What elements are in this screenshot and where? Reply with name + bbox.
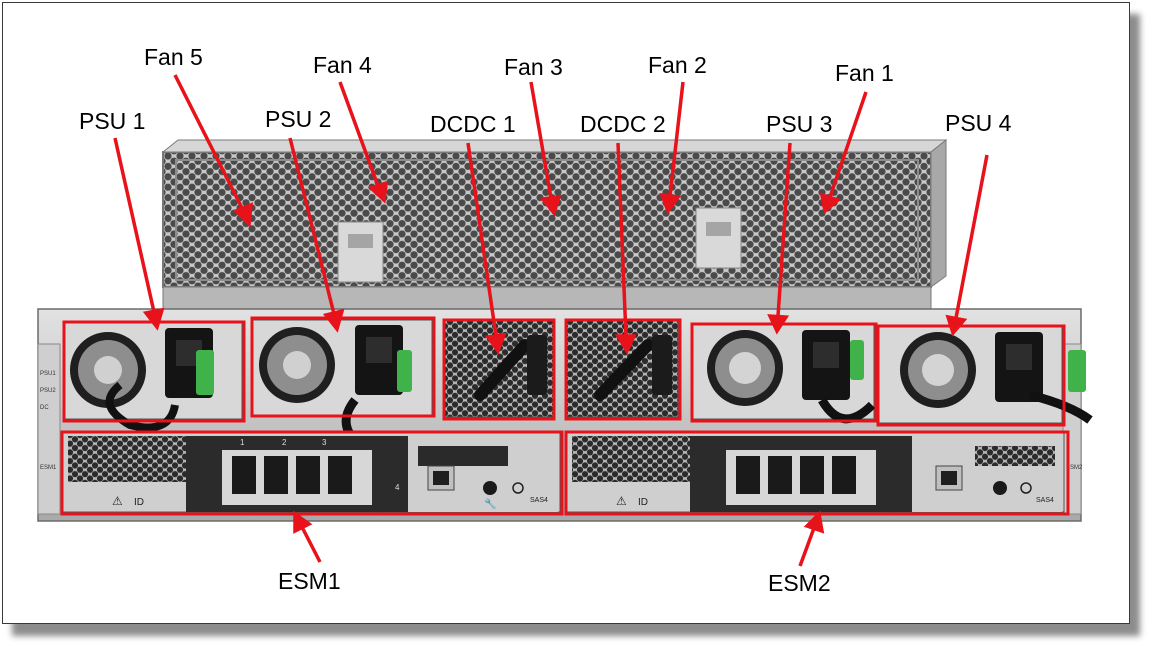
side-mark-esm2: ESM2	[1066, 465, 1083, 471]
label-psu-4: PSU 4	[945, 110, 1012, 136]
sas-label: SAS4	[1036, 497, 1054, 504]
side-mark-dc: DC	[40, 405, 49, 411]
arrow-fan4	[338, 81, 380, 187]
label-psu-2: PSU 2	[265, 106, 332, 132]
arrow-fan2	[668, 81, 685, 197]
power-icon	[512, 482, 524, 494]
arrow-psu4	[954, 154, 989, 319]
psu-2-highlight	[250, 316, 436, 418]
arrow-fan1	[828, 91, 868, 198]
warning-icon: ⚠	[112, 494, 123, 508]
side-mark-psu1: PSU1	[40, 371, 56, 377]
sas-label: SAS4	[530, 497, 548, 504]
esm-2-module: ⚠ ID SAS4	[565, 431, 1065, 513]
port-number: 1	[240, 438, 245, 447]
label-dcdc-1: DCDC 1	[430, 111, 516, 137]
psu-3-highlight	[690, 322, 878, 423]
psu-4-module	[877, 325, 1093, 424]
callout-arrows	[113, 74, 989, 567]
label-fan-1: Fan 1	[835, 60, 894, 86]
port-number: 3	[322, 438, 327, 447]
arrow-psu1	[113, 137, 156, 313]
port-number: 2	[282, 438, 287, 447]
psu-4-highlight	[876, 324, 1066, 427]
arrow-esm2	[798, 527, 816, 567]
power-icon	[1020, 482, 1032, 494]
arrow-dcdc1	[466, 142, 498, 337]
psu-3-module	[691, 323, 876, 424]
psu-2-module	[251, 319, 433, 449]
wrench-icon: 🔧	[484, 497, 496, 510]
label-psu-3: PSU 3	[766, 111, 833, 137]
esm-id-label: ID	[638, 497, 648, 508]
warning-icon: ⚠	[616, 494, 627, 508]
arrow-esm1	[300, 526, 322, 563]
label-esm-2: ESM2	[768, 570, 831, 596]
side-mark-esm1: ESM1	[40, 465, 57, 471]
arrow-dcdc2	[616, 142, 628, 337]
label-fan-2: Fan 2	[648, 52, 707, 78]
esm-1-highlight	[60, 430, 564, 516]
fan-handle	[337, 221, 384, 283]
label-psu-1: PSU 1	[79, 108, 146, 134]
label-fan-4: Fan 4	[313, 52, 372, 78]
label-dcdc-2: DCDC 2	[580, 111, 666, 137]
esm-id-label: ID	[134, 497, 144, 508]
psu-1-module	[63, 321, 243, 432]
arrow-psu2	[288, 137, 336, 315]
arrow-fan5	[173, 74, 245, 211]
fan-cage	[161, 138, 948, 310]
side-mark-psu2: PSU2	[40, 388, 56, 394]
label-esm-1: ESM1	[278, 568, 341, 594]
label-fan-3: Fan 3	[504, 54, 563, 80]
port-number: 4	[395, 483, 400, 492]
esm-1-module: 1 2 3 4 ⚠ ID 🔧 SAS4	[61, 431, 561, 513]
dcdc-1-highlight	[442, 318, 556, 421]
fan-handle	[695, 207, 742, 269]
arrow-fan3	[529, 81, 553, 199]
dcdc-2-highlight	[564, 318, 682, 421]
arrow-psu3	[776, 142, 792, 317]
label-fan-5: Fan 5	[144, 44, 203, 70]
